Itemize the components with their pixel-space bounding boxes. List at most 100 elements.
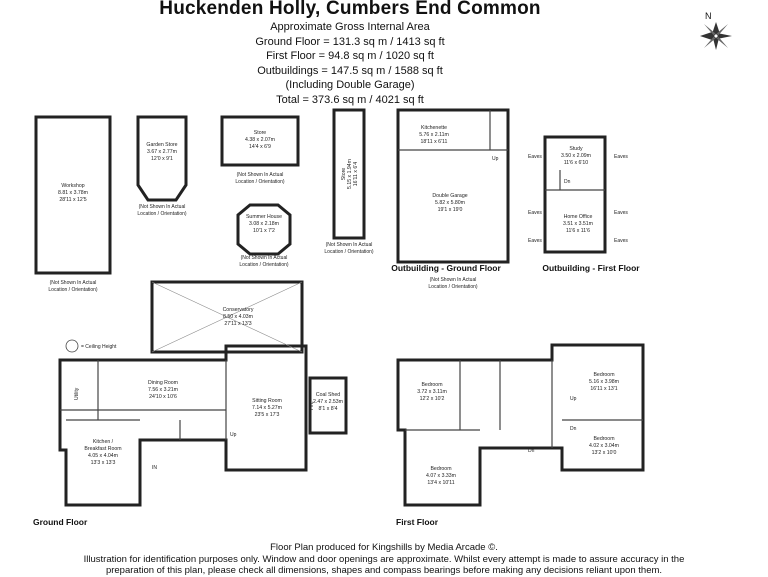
garage-outline <box>396 108 510 264</box>
store-tall-outline <box>332 108 366 240</box>
svg-text:Location / Orientation): Location / Orientation) <box>235 179 285 185</box>
svg-text:Bedroom: Bedroom <box>421 382 442 388</box>
svg-text:16'11 x 6'4: 16'11 x 6'4 <box>353 162 359 186</box>
footer-disclaimer-1: Illustration for identification purposes… <box>83 553 685 565</box>
room-garden-store: Garden Store 3.67 x 2.77m 12'0 x 9'1 <box>146 142 177 162</box>
svg-text:13'4 x 10'11: 13'4 x 10'11 <box>427 480 454 486</box>
ceiling-height-legend: = Ceiling Height <box>81 344 117 350</box>
study-dn-label: Dn <box>564 179 571 185</box>
plan-title: Huckenden Holly, Cumbers End Common <box>159 0 541 19</box>
room-store-top: Store 4.38 x 2.07m 14'4 x 6'9 <box>245 130 275 150</box>
garage-note: (Not Shown In Actual Location / Orientat… <box>428 277 478 290</box>
compass-icon: N <box>700 11 732 50</box>
section-ground-floor: Ground Floor <box>33 517 88 527</box>
room-workshop: Workshop 8.81 x 3.78m 28'11 x 12'5 <box>58 183 88 203</box>
room-kitchenette: Kitchenette 5.76 x 2.11m 18'11 x 6'11 <box>419 125 449 145</box>
disclaimer: Floor Plan produced for Kingshills by Me… <box>0 542 768 577</box>
utility-label: Utility <box>74 387 80 400</box>
garden-store-outline <box>136 115 188 202</box>
svg-text:Bedroom: Bedroom <box>593 372 614 378</box>
section-first-floor: First Floor <box>396 517 439 527</box>
svg-text:Double Garage: Double Garage <box>432 193 467 199</box>
compass-north-label: N <box>705 11 712 21</box>
svg-text:4.05 x 4.04m: 4.05 x 4.04m <box>88 453 118 459</box>
svg-text:Location / Orientation): Location / Orientation) <box>137 211 187 217</box>
room-bedroom-3: Bedroom 4.02 x 3.04m 13'2 x 10'0 <box>589 436 619 456</box>
stair-up-label: Up <box>230 432 237 438</box>
svg-text:5.82 x 5.80m: 5.82 x 5.80m <box>435 200 465 206</box>
room-sitting: Sitting Room 7.14 x 5.27m 23'5 x 17'3 <box>252 398 282 418</box>
area-outbuildings: Outbuildings = 147.5 sq m / 1588 sq ft <box>257 64 443 77</box>
svg-text:5.76 x 2.11m: 5.76 x 2.11m <box>419 132 449 138</box>
svg-text:3.50 x 2.09m: 3.50 x 2.09m <box>561 153 591 159</box>
first-dn-label: Dn <box>528 448 535 454</box>
first-up-label: Up <box>570 396 577 402</box>
svg-text:Location / Orientation): Location / Orientation) <box>48 287 98 293</box>
svg-text:19'1 x 19'0: 19'1 x 19'0 <box>438 207 463 213</box>
eaves-label: Eaves <box>614 210 628 216</box>
svg-text:Garden Store: Garden Store <box>146 142 177 148</box>
eaves-label: Eaves <box>528 238 542 244</box>
bedroom-dn-label: Dn <box>570 426 577 432</box>
fire-label: Fire <box>309 401 315 410</box>
eaves-label: Eaves <box>528 154 542 160</box>
svg-text:Conservatory: Conservatory <box>223 307 254 313</box>
ceiling-height-icon <box>65 339 79 353</box>
area-ground: Ground Floor = 131.3 sq m / 1413 sq ft <box>255 35 445 48</box>
svg-text:8.50 x 4.03m: 8.50 x 4.03m <box>223 314 253 320</box>
svg-text:11'6 x 6'10: 11'6 x 6'10 <box>564 160 588 166</box>
eaves-label: Eaves <box>614 154 628 160</box>
svg-text:13'2 x 10'0: 13'2 x 10'0 <box>592 450 617 456</box>
svg-text:Bedroom: Bedroom <box>593 436 614 442</box>
workshop-note: (Not Shown In Actual Location / Orientat… <box>48 280 98 293</box>
section-outbuilding-first: Outbuilding - First Floor <box>542 263 640 273</box>
room-study: Study 3.50 x 2.09m 11'6 x 6'10 <box>561 146 591 166</box>
svg-text:4.07 x 3.33m: 4.07 x 3.33m <box>426 473 456 479</box>
svg-text:Summer House: Summer House <box>246 214 282 220</box>
svg-text:Location / Orientation): Location / Orientation) <box>324 249 374 255</box>
svg-text:16'11 x 13'1: 16'11 x 13'1 <box>590 386 617 392</box>
svg-text:27'11 x 13'3: 27'11 x 13'3 <box>224 321 251 327</box>
area-heading: Approximate Gross Internal Area <box>270 21 430 33</box>
svg-text:(Not Shown In Actual: (Not Shown In Actual <box>50 280 97 286</box>
svg-text:(Not Shown In Actual: (Not Shown In Actual <box>241 255 288 261</box>
room-bedroom-2: Bedroom 5.16 x 3.98m 16'11 x 13'1 <box>589 372 619 392</box>
footer-credit: Floor Plan produced for Kingshills by Me… <box>270 542 498 553</box>
store-note: (Not Shown In Actual Location / Orientat… <box>235 172 285 185</box>
svg-text:3.08 x 2.18m: 3.08 x 2.18m <box>249 221 279 227</box>
svg-text:Breakfast Room: Breakfast Room <box>84 446 121 452</box>
svg-text:10'1 x 7'2: 10'1 x 7'2 <box>253 228 275 234</box>
svg-text:7.14 x 5.27m: 7.14 x 5.27m <box>252 405 282 411</box>
section-outbuilding-ground: Outbuilding - Ground Floor <box>391 263 501 273</box>
svg-text:8.81 x 3.78m: 8.81 x 3.78m <box>58 190 88 196</box>
garage-up-label: Up <box>492 156 499 162</box>
svg-text:14'4 x 6'9: 14'4 x 6'9 <box>249 144 271 150</box>
svg-text:2.47 x 2.53m: 2.47 x 2.53m <box>313 399 343 405</box>
garden-store-note: (Not Shown In Actual Location / Orientat… <box>137 204 187 217</box>
store-top-outline <box>220 115 300 167</box>
room-coal-shed: Coal Shed 2.47 x 2.53m 8'1 x 8'4 <box>313 392 343 412</box>
svg-text:(Not Shown In Actual: (Not Shown In Actual <box>326 242 373 248</box>
svg-text:Sitting Room: Sitting Room <box>252 398 282 404</box>
eaves-label: Eaves <box>528 210 542 216</box>
area-including: (Including Double Garage) <box>285 79 415 92</box>
entrance-label: IN <box>152 465 157 471</box>
room-conservatory: Conservatory 8.50 x 4.03m 27'11 x 13'3 <box>223 307 254 327</box>
svg-text:Workshop: Workshop <box>61 183 84 189</box>
workshop-outline <box>34 115 112 275</box>
summer-house-outline <box>236 203 292 256</box>
room-dining: Dining Room 7.56 x 3.21m 24'10 x 10'6 <box>148 380 178 400</box>
svg-text:3.72 x 3.11m: 3.72 x 3.11m <box>417 389 447 395</box>
room-store-tall: Store 5.15 x 1.94m 16'11 x 6'4 <box>341 159 359 189</box>
svg-text:5.16 x 3.98m: 5.16 x 3.98m <box>589 379 619 385</box>
svg-text:(Not Shown In Actual: (Not Shown In Actual <box>430 277 477 283</box>
svg-text:Location / Orientation): Location / Orientation) <box>428 284 478 290</box>
room-kitchen: Kitchen / Breakfast Room 4.05 x 4.04m 13… <box>84 439 121 466</box>
outbuilding-first-outline <box>543 135 607 254</box>
svg-text:11'6 x 11'6: 11'6 x 11'6 <box>566 228 590 234</box>
svg-text:24'10 x 10'6: 24'10 x 10'6 <box>149 394 177 400</box>
room-bedroom-1: Bedroom 3.72 x 3.11m 12'2 x 10'2 <box>417 382 447 402</box>
area-summary: Approximate Gross Internal Area Ground F… <box>150 20 550 108</box>
area-first: First Floor = 94.8 sq m / 1020 sq ft <box>266 50 434 63</box>
room-home-office: Home Office 3.51 x 3.51m 11'6 x 11'6 <box>563 214 593 234</box>
